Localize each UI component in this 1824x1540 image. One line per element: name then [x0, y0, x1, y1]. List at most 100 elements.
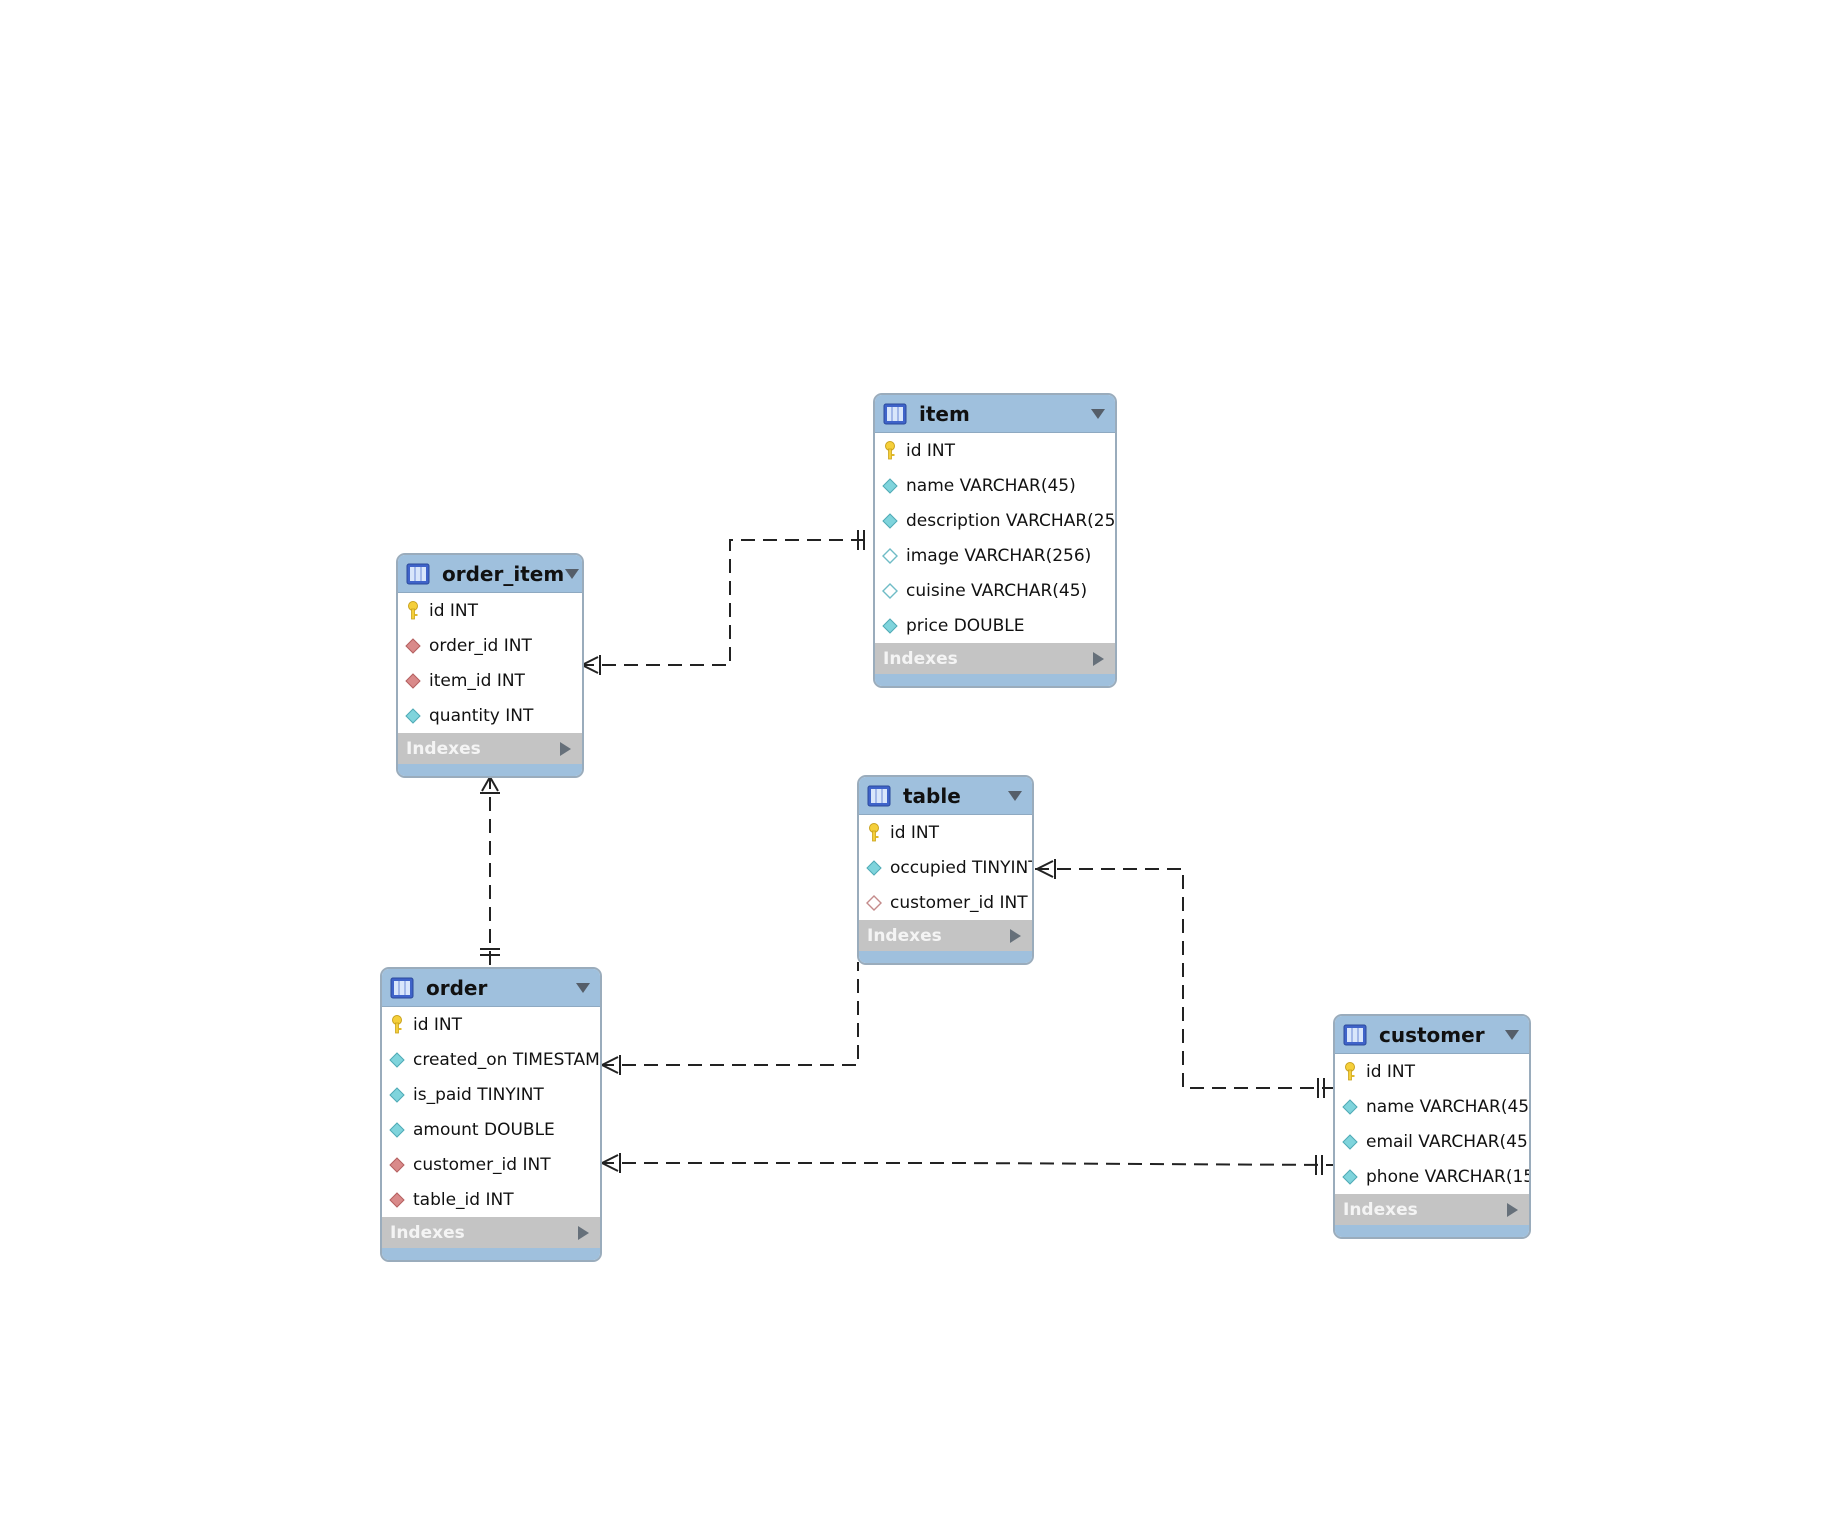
column-label: name VARCHAR(45)	[906, 475, 1076, 496]
entity-footer	[398, 764, 582, 776]
column-row[interactable]: id INT	[875, 433, 1115, 468]
indexes-section[interactable]: Indexes	[398, 733, 582, 764]
primary-key-icon	[404, 600, 422, 621]
column-row[interactable]: name VARCHAR(45)	[875, 468, 1115, 503]
chevron-down-icon[interactable]	[1007, 789, 1023, 803]
chevron-down-icon[interactable]	[575, 981, 591, 995]
relationship-order-item-to-item[interactable]	[580, 530, 870, 675]
column-row[interactable]: price DOUBLE	[875, 608, 1115, 643]
column-row[interactable]: customer_id INT	[382, 1147, 600, 1182]
column-row[interactable]: id INT	[1335, 1054, 1529, 1089]
foreign-key-icon	[388, 1190, 406, 1210]
column-label: item_id INT	[429, 670, 525, 691]
column-row[interactable]: phone VARCHAR(15)	[1335, 1159, 1529, 1194]
relationship-order-item-to-order[interactable]	[480, 775, 500, 965]
chevron-down-icon[interactable]	[1504, 1028, 1520, 1042]
column-label: phone VARCHAR(15)	[1366, 1166, 1531, 1187]
column-label: table_id INT	[413, 1189, 514, 1210]
expand-arrow-icon[interactable]	[1008, 928, 1022, 944]
expand-arrow-icon[interactable]	[576, 1225, 590, 1241]
column-row[interactable]: is_paid TINYINT	[382, 1077, 600, 1112]
column-row[interactable]: quantity INT	[398, 698, 582, 733]
entity-header[interactable]: table	[859, 777, 1032, 815]
column-row[interactable]: cuisine VARCHAR(45)	[875, 573, 1115, 608]
column-row[interactable]: order_id INT	[398, 628, 582, 663]
column-row[interactable]: item_id INT	[398, 663, 582, 698]
entity-item[interactable]: item id INT name VARCHAR(45) description V…	[873, 393, 1117, 688]
column-label: is_paid TINYINT	[413, 1084, 544, 1105]
expand-arrow-icon[interactable]	[558, 741, 572, 757]
column-notnull-icon	[1341, 1167, 1359, 1187]
table-icon	[1343, 1024, 1367, 1046]
column-label: occupied TINYINT	[890, 857, 1034, 878]
exactly-one-marker-icon	[1317, 1078, 1325, 1098]
column-row[interactable]: email VARCHAR(45)	[1335, 1124, 1529, 1159]
entity-title: item	[919, 401, 970, 426]
crows-foot-one-or-many-icon	[1036, 859, 1056, 879]
indexes-section[interactable]: Indexes	[875, 643, 1115, 674]
primary-key-icon	[388, 1014, 406, 1035]
column-row[interactable]: description VARCHAR(256)	[875, 503, 1115, 538]
column-label: id INT	[1366, 1061, 1416, 1082]
relationship-table-to-customer[interactable]	[1035, 859, 1333, 1098]
table-icon	[867, 785, 891, 807]
column-label: id INT	[413, 1014, 463, 1035]
entity-header[interactable]: customer	[1335, 1016, 1529, 1054]
relationship-order-to-customer[interactable]	[600, 1153, 1334, 1175]
column-nullable-icon	[881, 546, 899, 566]
indexes-label: Indexes	[867, 925, 942, 946]
chevron-down-icon[interactable]	[1090, 407, 1106, 421]
entity-table[interactable]: table id INT occupied TINYINT customer_id …	[857, 775, 1034, 965]
expand-arrow-icon[interactable]	[1505, 1202, 1519, 1218]
indexes-section[interactable]: Indexes	[382, 1217, 600, 1248]
primary-key-icon	[865, 822, 883, 843]
column-row[interactable]: id INT	[859, 815, 1032, 850]
column-label: created_on TIMESTAMP	[413, 1049, 602, 1070]
column-row[interactable]: name VARCHAR(45)	[1335, 1089, 1529, 1124]
column-nullable-icon	[881, 581, 899, 601]
column-row[interactable]: id INT	[398, 593, 582, 628]
entity-header[interactable]: order	[382, 969, 600, 1007]
column-row[interactable]: occupied TINYINT	[859, 850, 1032, 885]
crows-foot-one-or-many-icon	[480, 776, 500, 794]
crows-foot-one-or-many-icon	[601, 1153, 621, 1173]
expand-arrow-icon[interactable]	[1091, 651, 1105, 667]
table-icon	[883, 403, 907, 425]
column-row[interactable]: customer_id INT	[859, 885, 1032, 920]
column-row[interactable]: table_id INT	[382, 1182, 600, 1217]
entity-header[interactable]: item	[875, 395, 1115, 433]
crows-foot-one-or-many-icon	[581, 655, 601, 675]
column-label: cuisine VARCHAR(45)	[906, 580, 1088, 601]
foreign-key-icon	[404, 636, 422, 656]
chevron-down-icon[interactable]	[564, 567, 580, 581]
relationship-order-to-table[interactable]	[600, 962, 859, 1075]
column-row[interactable]: id INT	[382, 1007, 600, 1042]
column-list: id INT name VARCHAR(45)email VARCHAR(45) p…	[1335, 1054, 1529, 1194]
entity-customer[interactable]: customer id INT name VARCHAR(45)email VAR…	[1333, 1014, 1531, 1239]
indexes-section[interactable]: Indexes	[1335, 1194, 1529, 1225]
entity-header[interactable]: order_item	[398, 555, 582, 593]
exactly-one-marker-icon	[480, 948, 500, 956]
entity-order[interactable]: order id INT created_on TIMESTAMP is_paid …	[380, 967, 602, 1262]
column-list: id INT name VARCHAR(45) description VARCHA…	[875, 433, 1115, 643]
entity-footer	[875, 674, 1115, 686]
indexes-label: Indexes	[406, 738, 481, 759]
entity-title: order_item	[442, 561, 565, 586]
column-row[interactable]: amount DOUBLE	[382, 1112, 600, 1147]
indexes-section[interactable]: Indexes	[859, 920, 1032, 951]
column-label: quantity INT	[429, 705, 534, 726]
column-notnull-icon	[881, 511, 899, 531]
column-notnull-icon	[881, 476, 899, 496]
foreign-key-icon	[404, 671, 422, 691]
column-list: id INT created_on TIMESTAMP is_paid TINYIN…	[382, 1007, 600, 1217]
column-label: customer_id INT	[413, 1154, 551, 1175]
indexes-label: Indexes	[1343, 1199, 1418, 1220]
column-row[interactable]: image VARCHAR(256)	[875, 538, 1115, 573]
column-row[interactable]: created_on TIMESTAMP	[382, 1042, 600, 1077]
entity-title: order	[426, 975, 488, 1000]
crows-foot-one-or-many-icon	[601, 1055, 621, 1075]
exactly-one-marker-icon	[1315, 1155, 1323, 1175]
column-list: id INT occupied TINYINT customer_id INT	[859, 815, 1032, 920]
